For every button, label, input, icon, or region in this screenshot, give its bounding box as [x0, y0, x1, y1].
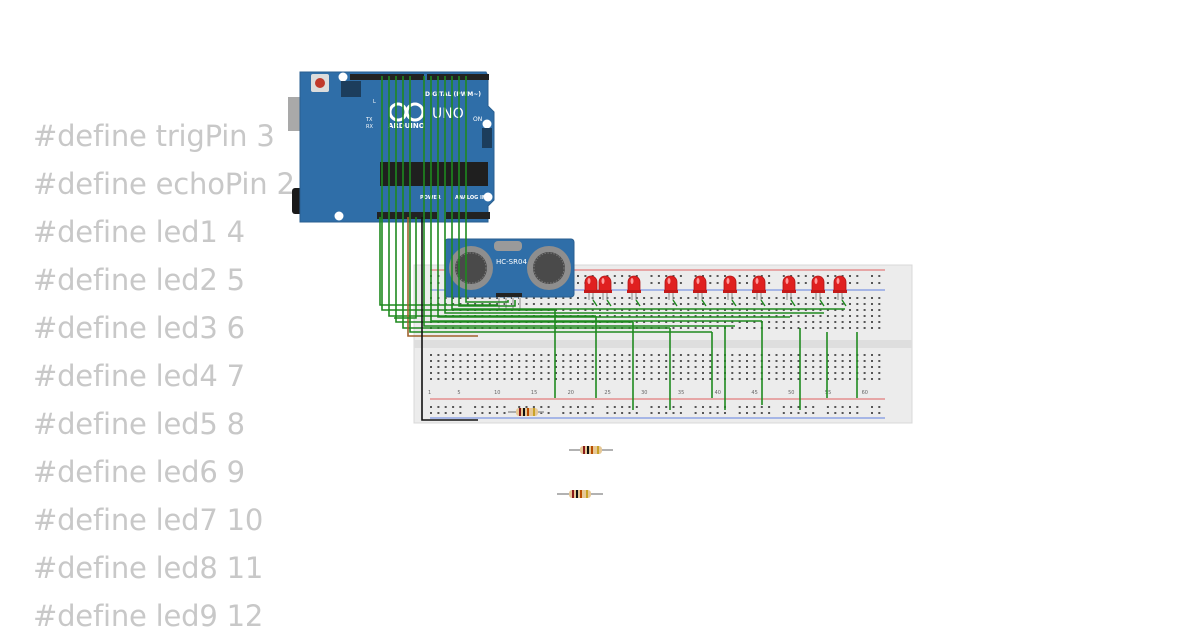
hc-sr04-sensor: HC-SR04 [444, 238, 575, 309]
wire-d3-trig [458, 76, 516, 307]
led-jumper [701, 299, 707, 307]
wire-d8 [423, 76, 735, 327]
code-line: #define led3 6 [33, 311, 245, 345]
red-led [693, 275, 707, 300]
column-number: 15 [531, 390, 537, 396]
wire-5v [379, 217, 498, 306]
analog-label: ANALOG IN [455, 195, 486, 201]
red-led [584, 275, 598, 300]
column-number: 45 [751, 390, 757, 396]
led-jumper [606, 299, 612, 307]
column-number: 1 [428, 390, 431, 396]
led-jumper [760, 299, 766, 307]
column-number: 55 [825, 390, 831, 396]
code-line: #define led2 5 [33, 263, 245, 297]
code-line: #define echoPin 2 [33, 167, 295, 201]
red-led [833, 275, 847, 300]
wire-d12 [388, 76, 596, 317]
led-row [584, 275, 847, 300]
wire-d7 [430, 76, 762, 322]
sensor-label: HC-SR04 [496, 258, 527, 266]
code-line: #define led6 9 [33, 455, 245, 489]
column-number: 30 [641, 390, 647, 396]
code-line: #define led7 10 [33, 503, 264, 537]
led-jumper [819, 299, 825, 307]
rx-label: RX [366, 124, 373, 130]
column-number: 5 [457, 390, 460, 396]
led-jumper [635, 299, 641, 307]
resistor-loose-1 [569, 446, 613, 454]
arduino-brand-label: ARDUINO [388, 122, 425, 130]
on-label: ON [473, 116, 482, 123]
column-number: 50 [788, 390, 794, 396]
arduino-logo-icon [388, 102, 425, 122]
red-led [627, 275, 641, 300]
led-jumper [672, 299, 678, 307]
column-number: 60 [862, 390, 868, 396]
wire-gnd [421, 217, 478, 421]
red-led [752, 275, 766, 300]
led-jumper [841, 299, 847, 307]
red-led [811, 275, 825, 300]
column-number: 40 [715, 390, 721, 396]
wire-d4 [451, 76, 845, 310]
tx-label: TX [365, 117, 373, 123]
wire-d13 [381, 76, 555, 311]
column-number: 35 [678, 390, 684, 396]
code-line: #define led4 7 [33, 359, 245, 393]
wire-d9 [409, 76, 712, 333]
wire-gnd-a [394, 217, 417, 319]
red-led [598, 275, 612, 300]
code-overlay: #define trigPin 3 #define echoPin 2 #defin… [33, 112, 295, 640]
code-line: #define led9 12 [33, 599, 264, 633]
wires [379, 76, 858, 421]
uno-label: UNO [432, 106, 464, 122]
column-number: 25 [604, 390, 610, 396]
red-led [664, 275, 678, 300]
column-number: 10 [494, 390, 500, 396]
code-line: #define led8 11 [33, 551, 264, 585]
red-led [723, 275, 737, 300]
wire-d10 [402, 76, 670, 329]
digital-label: DIGITAL (PWM~) [425, 91, 481, 98]
code-line: #define trigPin 3 [33, 119, 275, 153]
resistor-loose-2 [557, 490, 603, 498]
led-jumper [731, 299, 737, 307]
code-line: #define led1 4 [33, 215, 245, 249]
wire-d6 [437, 76, 790, 318]
wire-3v3 [407, 217, 478, 337]
wire-d11 [395, 76, 633, 323]
resistors [508, 408, 613, 498]
red-led [782, 275, 796, 300]
arduino-uno-board: DIGITAL (PWM~) L TX RX ON UNO ARDUINO PO… [288, 71, 495, 223]
wire-d5 [444, 76, 824, 314]
resistor-on-board [508, 408, 544, 416]
wire-d2-echo [465, 76, 509, 303]
l-label: L [373, 99, 376, 105]
atmega-chip [380, 162, 488, 186]
led-jumper [592, 299, 598, 307]
column-number: 20 [568, 390, 574, 396]
code-line: #define led5 8 [33, 407, 245, 441]
led-jumper [790, 299, 796, 307]
